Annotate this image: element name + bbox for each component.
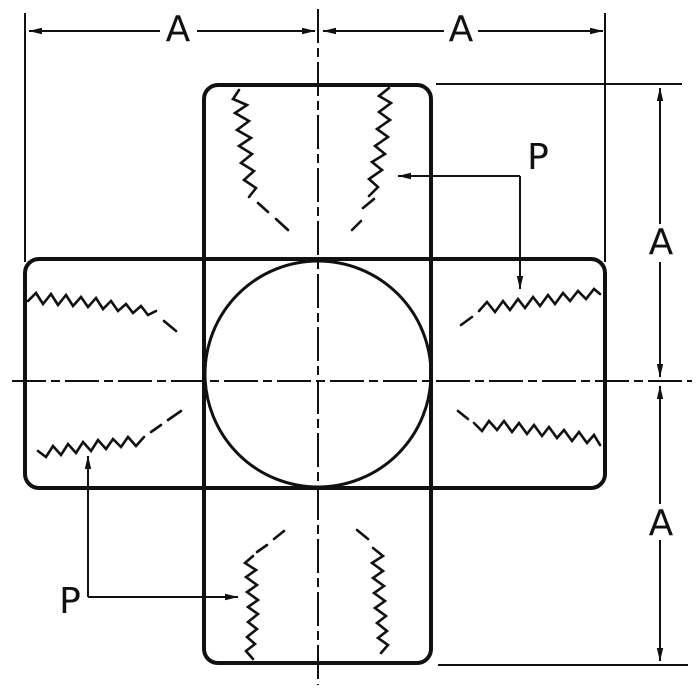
centerlines (12, 9, 692, 685)
jagged-right-arm-upper (459, 287, 602, 327)
jagged-top-arm-left (231, 88, 290, 232)
jagged-line (231, 88, 258, 199)
jagged-dash (149, 423, 163, 434)
jagged-dash (456, 409, 470, 421)
jagged-dash (256, 201, 270, 214)
horizontal-arm-outline (23, 257, 607, 490)
jagged-line (472, 418, 602, 447)
p-leader-top-right: P (397, 137, 549, 290)
jagged-bottom-arm-right (355, 528, 390, 655)
top-dimension: A A (24, 9, 606, 262)
jagged-left-arm-upper (26, 290, 178, 333)
jagged-line (477, 287, 602, 315)
dim-label-top-right: A (449, 9, 474, 50)
jagged-line (242, 554, 261, 661)
jagged-dash (350, 219, 363, 232)
jagged-line (36, 434, 146, 459)
jagged-line (26, 290, 158, 317)
jagged-line (366, 86, 394, 198)
jagged-top-arm-right (350, 86, 394, 232)
jagged-line (369, 546, 390, 655)
jagged-lines (26, 86, 602, 661)
p-label-top-right: P (527, 137, 549, 178)
right-dimension: A A (436, 83, 688, 666)
jagged-dash (166, 409, 183, 422)
jagged-dash (355, 528, 370, 541)
jagged-dash (272, 529, 286, 541)
jagged-left-arm-lower (36, 409, 183, 459)
p-leader-bottom-left: P (59, 455, 239, 622)
jagged-dash (255, 543, 269, 554)
jagged-right-arm-lower (456, 409, 602, 447)
jagged-dash (361, 197, 376, 210)
jagged-dash (459, 315, 474, 327)
jagged-dash (274, 217, 290, 232)
jagged-bottom-arm-left (242, 529, 286, 661)
p-label-bottom-left: P (59, 581, 81, 622)
dim-label-right-lower: A (649, 503, 674, 544)
dim-label-right-upper: A (649, 222, 674, 263)
dim-label-top-left: A (166, 9, 191, 50)
jagged-dash (162, 319, 178, 333)
cross-outline (23, 83, 607, 665)
